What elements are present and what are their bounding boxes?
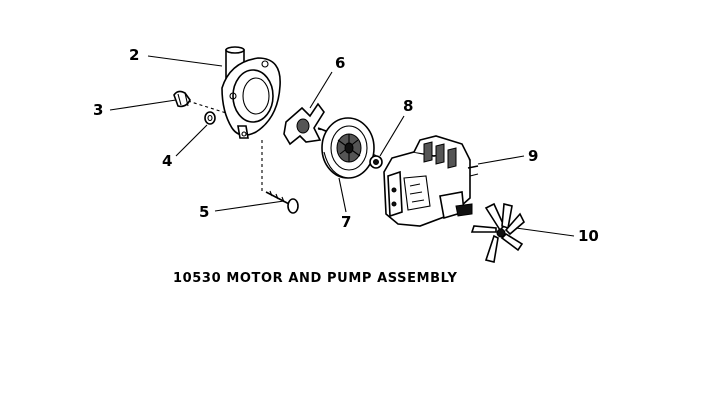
seal-plate-part-7 xyxy=(321,117,375,179)
pump-housing-part-2 xyxy=(221,46,281,139)
callout-3: 3 xyxy=(93,101,103,119)
callout-10: 10 xyxy=(578,227,599,245)
callout-9: 9 xyxy=(528,147,538,165)
callout-4: 4 xyxy=(162,152,172,170)
callout-8: 8 xyxy=(403,97,413,115)
long-screw-part-5 xyxy=(265,190,299,214)
nut-part-8 xyxy=(369,155,383,169)
callout-5: 5 xyxy=(199,203,209,221)
callout-7: 7 xyxy=(341,213,351,231)
callout-6: 6 xyxy=(335,54,345,72)
motor-part-9 xyxy=(383,135,479,227)
leader-lines xyxy=(109,55,575,237)
impeller-part-6 xyxy=(283,102,327,146)
washer-part-4 xyxy=(204,111,216,125)
fan-blade-part-10 xyxy=(470,202,525,263)
wing-screw-part-3 xyxy=(173,90,191,108)
diagram-caption: 10530 MOTOR AND PUMP ASSEMBLY xyxy=(173,271,458,286)
callout-2: 2 xyxy=(129,46,139,64)
